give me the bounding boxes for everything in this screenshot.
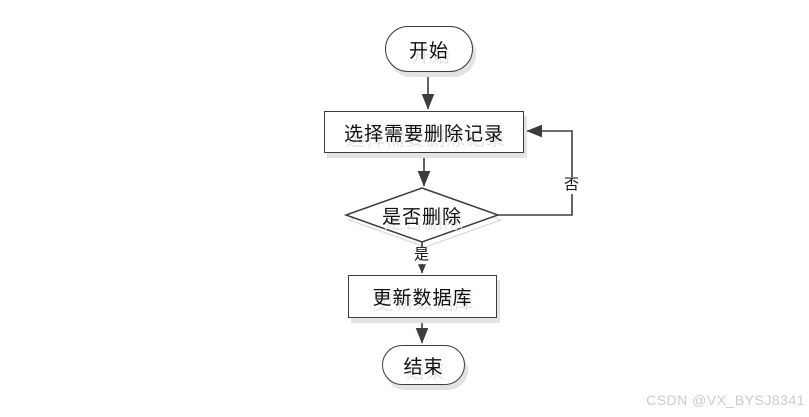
start-node: 开始 bbox=[385, 26, 473, 72]
select-record-node-label: 选择需要删除记录 bbox=[343, 123, 504, 145]
no-edge-label: 否 bbox=[562, 177, 582, 194]
yes-edge-label: 是 bbox=[412, 247, 432, 264]
update-database-node-label: 更新数据库 bbox=[372, 288, 473, 309]
update-database-node: 更新数据库 bbox=[348, 275, 497, 318]
end-node-label: 结束 bbox=[403, 356, 444, 378]
decision-node-label: 是否删除 bbox=[381, 206, 462, 228]
start-node-label: 开始 bbox=[408, 40, 449, 62]
end-node: 结束 bbox=[382, 345, 465, 385]
select-record-node: 选择需要删除记录 bbox=[324, 111, 524, 153]
csdn-watermark: CSDN @VX_BYSJ8341 bbox=[646, 392, 805, 408]
